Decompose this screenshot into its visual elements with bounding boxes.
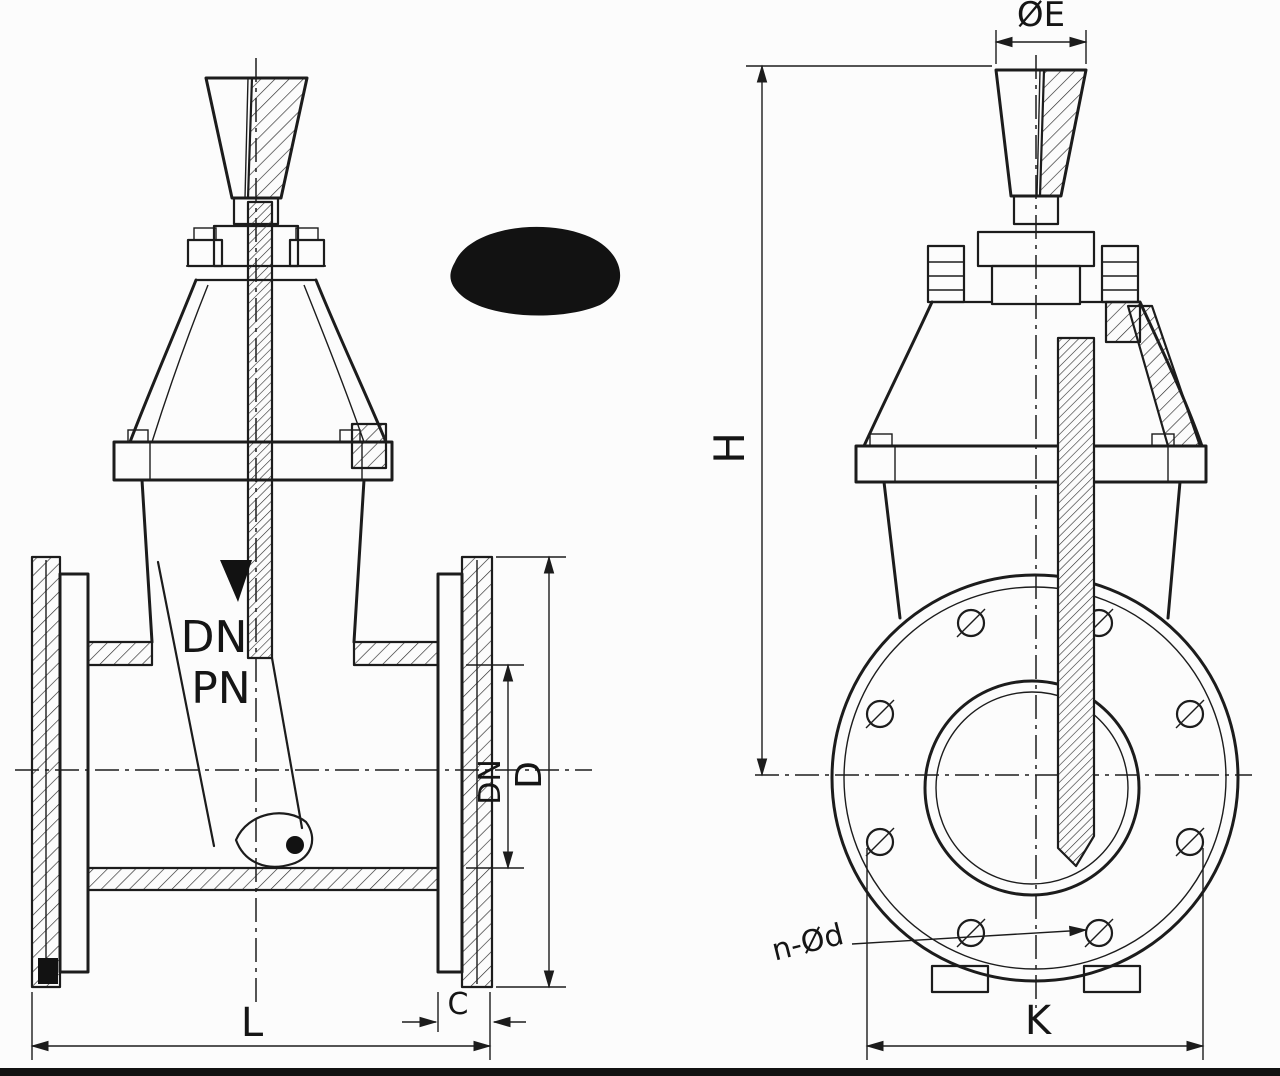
valve-cap-left bbox=[204, 76, 309, 226]
gland-left bbox=[186, 224, 326, 268]
bonnet-left bbox=[112, 278, 394, 644]
label-n-od: n-Ød bbox=[768, 917, 847, 968]
stem-left bbox=[246, 200, 274, 660]
right-view-front: ØE H bbox=[705, 0, 1252, 1060]
dimension-h: H bbox=[705, 64, 992, 777]
dim-d-label: D bbox=[509, 761, 550, 789]
dim-oe-label: ØE bbox=[1017, 0, 1065, 35]
flange-mark bbox=[38, 958, 58, 984]
dim-k-label: K bbox=[1025, 998, 1053, 1044]
bottom-pads bbox=[930, 964, 1142, 994]
flange-circle bbox=[830, 573, 1240, 983]
label-pn: PN bbox=[191, 663, 250, 714]
bottom-border bbox=[0, 1068, 1280, 1076]
ink-blob-artifact bbox=[450, 226, 621, 316]
gate-strip bbox=[1056, 336, 1096, 868]
bonnet-right bbox=[854, 300, 1208, 620]
wedge-mark bbox=[220, 560, 252, 602]
gland-right bbox=[926, 230, 1142, 344]
dimension-dn: DN bbox=[466, 663, 524, 870]
dim-dn-label: DN bbox=[473, 759, 508, 805]
label-dn: DN bbox=[181, 612, 248, 663]
dimension-oe: ØE bbox=[994, 0, 1088, 64]
dimension-c: C bbox=[402, 987, 526, 1032]
leader-n-od: n-Ød bbox=[768, 917, 1088, 969]
dimension-k: K bbox=[865, 848, 1205, 1060]
valve-cap-right bbox=[994, 68, 1088, 226]
bolt-holes bbox=[865, 608, 1205, 948]
dim-c-label: C bbox=[448, 987, 469, 1022]
left-view-section: DN PN DN D L C bbox=[15, 58, 592, 1060]
dimension-l: L bbox=[30, 992, 492, 1060]
valve-body-left bbox=[30, 555, 494, 989]
dim-h-label: H bbox=[705, 432, 754, 464]
dim-l-label: L bbox=[241, 1000, 264, 1046]
bonnet-side-lug bbox=[350, 422, 388, 470]
dimension-d: D bbox=[496, 555, 566, 989]
gate-wedge-left bbox=[156, 560, 314, 868]
